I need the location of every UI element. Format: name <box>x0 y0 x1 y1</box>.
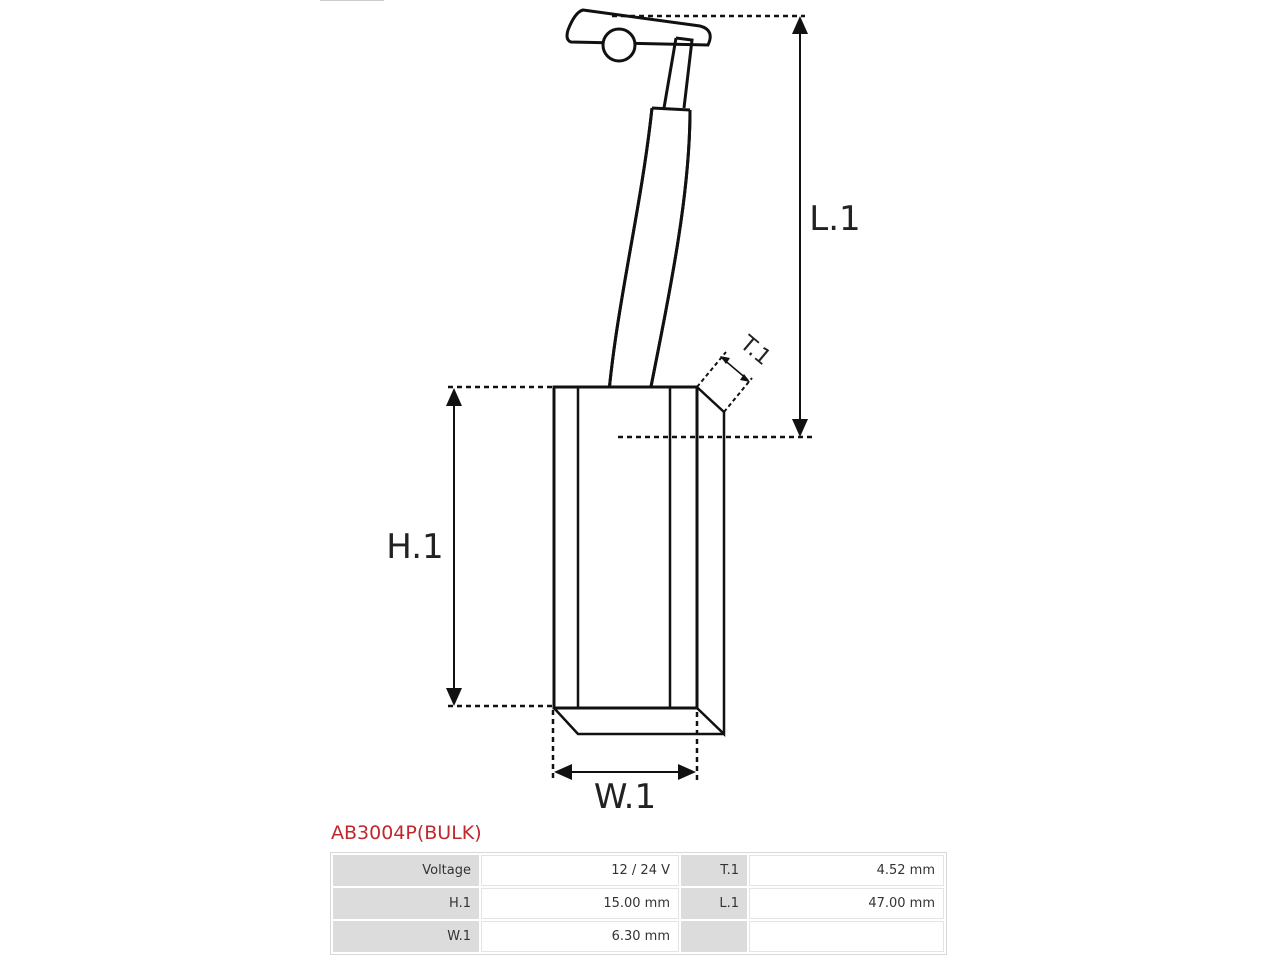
spec-value: 47.00 mm <box>749 888 944 919</box>
t1-dimension: T.1 <box>696 331 775 413</box>
t1-label: T.1 <box>734 331 775 371</box>
spec-label: T.1 <box>681 855 747 886</box>
spec-value: 6.30 mm <box>481 921 679 952</box>
spec-label: Voltage <box>333 855 479 886</box>
spec-value: 4.52 mm <box>749 855 944 886</box>
spec-value: 15.00 mm <box>481 888 679 919</box>
shunt-wire <box>604 36 694 440</box>
w1-dimension: W.1 <box>551 710 699 817</box>
table-row: Voltage 12 / 24 V T.1 4.52 mm <box>333 855 944 886</box>
spec-label <box>681 921 747 952</box>
w1-label: W.1 <box>594 777 656 817</box>
h1-dimension: H.1 <box>386 385 552 708</box>
spec-value: 12 / 24 V <box>481 855 679 886</box>
l1-dimension: L.1 <box>612 14 861 439</box>
terminal-lug <box>565 8 712 63</box>
table-row: W.1 6.30 mm <box>333 921 944 952</box>
spec-label: H.1 <box>333 888 479 919</box>
h1-label: H.1 <box>386 527 443 567</box>
carbon-brush-diagram: L.1 H.1 W.1 T.1 <box>320 0 861 817</box>
carbon-block <box>552 385 726 737</box>
spec-label: W.1 <box>333 921 479 952</box>
l1-label: L.1 <box>809 199 860 239</box>
spec-value <box>749 921 944 952</box>
specs-table: Voltage 12 / 24 V T.1 4.52 mm H.1 15.00 … <box>330 852 947 955</box>
table-row: H.1 15.00 mm L.1 47.00 mm <box>333 888 944 919</box>
product-title: AB3004P(BULK) <box>331 822 482 844</box>
spec-label: L.1 <box>681 888 747 919</box>
